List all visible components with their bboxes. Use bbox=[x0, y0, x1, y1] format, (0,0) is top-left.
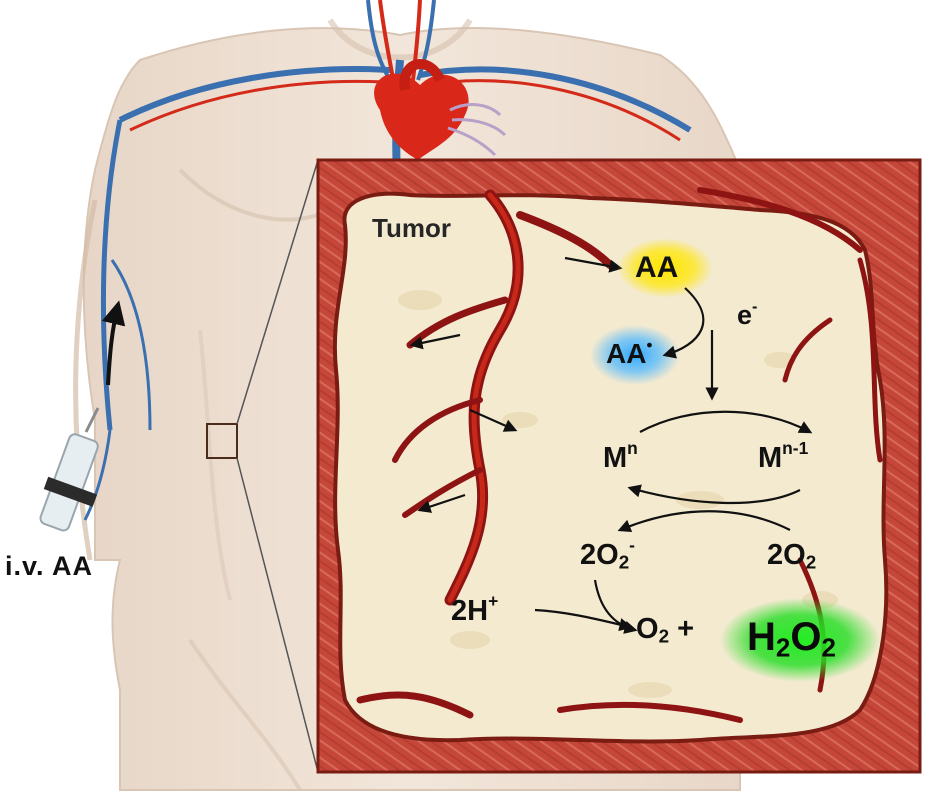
metal-symbol-oxidized: M bbox=[603, 442, 627, 474]
h2o2-h: H bbox=[747, 615, 776, 659]
oxidized-metal-label: Mn bbox=[603, 444, 638, 473]
protons-charge: + bbox=[488, 591, 498, 611]
superoxide-label: 2O2- bbox=[580, 541, 635, 570]
superoxide-subscript: 2 bbox=[619, 552, 629, 573]
radical-mark: • bbox=[646, 335, 652, 354]
hydrogen-peroxide-label: H2O2 bbox=[747, 617, 836, 657]
h2o2-o: O bbox=[790, 615, 821, 659]
oxygen-product-label: O2 + bbox=[636, 615, 694, 644]
oxygen-product-text: O bbox=[636, 613, 659, 645]
oxygen-reactant-text: 2O bbox=[767, 539, 806, 571]
protons-label: 2H+ bbox=[451, 597, 498, 626]
reduced-metal-label: Mn-1 bbox=[758, 444, 808, 473]
superoxide-charge: - bbox=[629, 535, 635, 555]
oxygen-reactant-subscript: 2 bbox=[806, 552, 816, 573]
iv-route-label: i.v. AA bbox=[5, 553, 93, 580]
metal-oxidation-state: n bbox=[627, 438, 638, 458]
ascorbyl-radical-text: AA bbox=[606, 338, 646, 369]
h2o2-h-subscript: 2 bbox=[776, 633, 790, 663]
electron-symbol: e bbox=[737, 300, 752, 330]
metal-reduced-state: n-1 bbox=[782, 438, 808, 458]
oxygen-product-subscript: 2 bbox=[659, 626, 669, 647]
h2o2-o-subscript: 2 bbox=[821, 633, 835, 663]
ascorbyl-radical-label: AA• bbox=[606, 340, 652, 368]
tumor-label: Tumor bbox=[372, 215, 451, 241]
metal-symbol-reduced: M bbox=[758, 442, 782, 474]
plus-sign: + bbox=[677, 613, 694, 645]
electron-charge: - bbox=[752, 298, 757, 316]
superoxide-text: 2O bbox=[580, 539, 619, 571]
protons-text: 2H bbox=[451, 595, 488, 627]
oxygen-reactant-label: 2O2 bbox=[767, 541, 816, 570]
electron-label: e- bbox=[737, 302, 757, 329]
ascorbate-label: AA bbox=[635, 253, 678, 283]
